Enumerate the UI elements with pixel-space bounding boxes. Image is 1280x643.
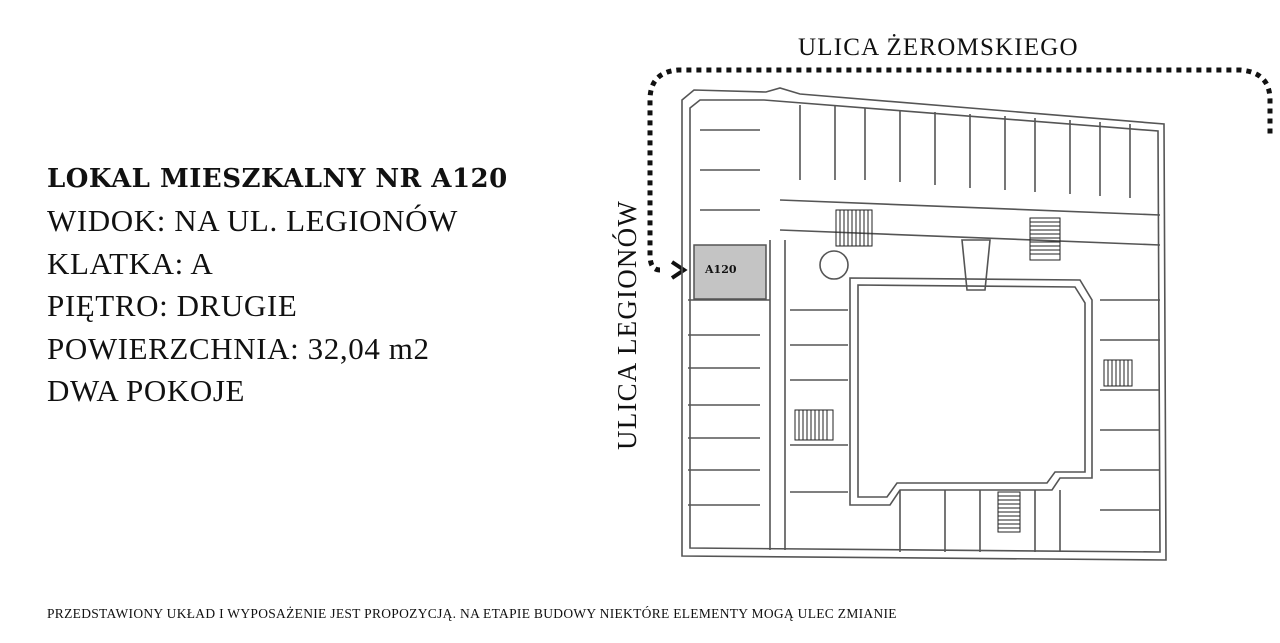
street-path-icon [647, 67, 1273, 273]
highlighted-unit-a120 [693, 244, 767, 300]
street-label-zeromskiego: ULICA ŻEROMSKIEGO [798, 34, 1079, 61]
disclaimer: PRZEDSTAWIONY UKŁAD I WYPOSAŻENIE JEST P… [47, 606, 897, 621]
listing-title: LOKAL MIESZKALNY NR A120 [47, 164, 508, 194]
listing-view: WIDOK: NA UL. LEGIONÓW [47, 203, 458, 238]
listing-rooms: DWA POKOJE [47, 373, 246, 408]
building-outline [681, 87, 1167, 561]
arrow-icon [670, 260, 688, 280]
listing-area: POWIERZCHNIA: 32,04 m2 [47, 330, 430, 366]
listing-stairwell: KLATKA: A [47, 245, 214, 281]
listing-floor: PIĘTRO: DRUGIE [47, 288, 298, 323]
listing-info: LOKAL MIESZKALNY NR A120 WIDOK: NA UL. L… [47, 158, 508, 413]
stairs-icon [794, 209, 1133, 533]
unit-label: A120 [705, 263, 737, 276]
